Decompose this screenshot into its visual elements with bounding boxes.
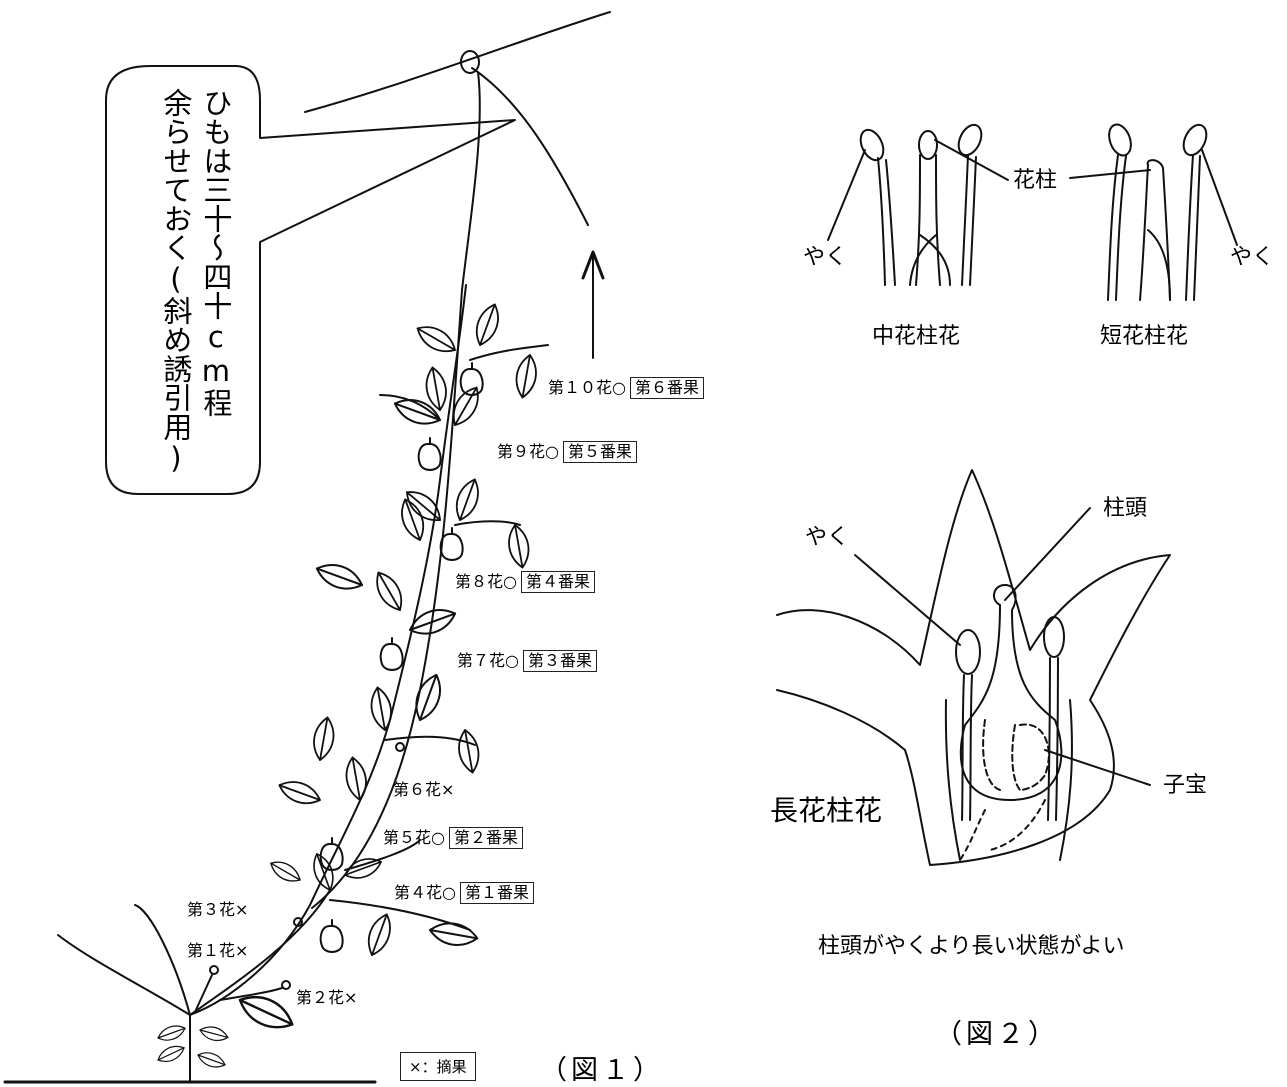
fruit-5-box: 第５番果 <box>562 441 637 463</box>
branch-mid <box>134 904 191 1016</box>
legend-removal: ×：摘果 <box>400 1052 476 1081</box>
label-flower-9: 第９花○第５番果 <box>497 441 637 463</box>
branch-flower1 <box>194 974 213 1013</box>
fruit-6-box: 第６番果 <box>629 377 704 399</box>
flower-1-text: 第１花× <box>187 941 249 960</box>
label-anther-right: やく <box>1230 245 1275 270</box>
callout-bubble <box>105 65 516 495</box>
arrow-head <box>581 250 605 280</box>
flower3-bud <box>293 917 303 927</box>
flower-10-text: 第１０花○ <box>548 378 626 397</box>
fruit-1-box: 第１番果 <box>459 882 534 904</box>
figure1-caption: （図１） <box>540 1055 664 1086</box>
branch-left <box>57 934 191 1016</box>
label-flower-4: 第４花○第１番果 <box>394 882 534 904</box>
figure1-plant <box>3 11 611 1084</box>
fruit-3-box: 第３番果 <box>522 650 597 672</box>
branch-flower2 <box>219 987 283 1001</box>
flower-8-text: 第８花○ <box>455 572 517 591</box>
label-short-style-flower: 短花柱花 <box>1100 324 1189 349</box>
fruit-4-box: 第４番果 <box>520 571 595 593</box>
label-mid-style-flower: 中花柱花 <box>872 324 961 349</box>
twine-down <box>311 289 463 909</box>
label-ovary: 子宝 <box>1163 773 1208 798</box>
label-anther-left: やく <box>803 245 848 270</box>
flower-3-text: 第３花× <box>187 900 249 919</box>
flower2-bud <box>281 980 291 990</box>
label-flower-6: 第６花× <box>393 782 454 798</box>
flower-9-text: 第９花○ <box>497 442 559 461</box>
label-long-style-flower: 長花柱花 <box>770 794 883 827</box>
label-anther-long: やく <box>805 525 850 550</box>
twine-slack <box>471 67 589 226</box>
flower1-bud <box>209 965 219 975</box>
figure2-caption: （図２） <box>935 1019 1059 1050</box>
label-style: 花柱 <box>1013 168 1058 193</box>
note-stigma-longer: 柱頭がやくより長い状態がよい <box>818 934 1125 959</box>
label-flower-3: 第３花× <box>187 902 248 918</box>
label-flower-10: 第１０花○第６番果 <box>548 377 704 399</box>
label-flower-5: 第５花○第２番果 <box>383 827 523 849</box>
callout-text-line1: ひもは三十〜四十cm程 <box>198 88 233 417</box>
branch-right <box>189 889 331 1016</box>
callout-text-line2: 余らせておく(斜め誘引用) <box>158 88 193 475</box>
flower-4-text: 第４花○ <box>394 883 456 902</box>
twine-knot <box>460 50 480 74</box>
label-flower-7: 第７花○第３番果 <box>457 650 597 672</box>
flower-6-text: 第６花× <box>393 780 455 799</box>
label-stigma: 柱頭 <box>1103 496 1148 521</box>
flower-7-text: 第７花○ <box>457 651 519 670</box>
twine-tail <box>461 71 481 291</box>
twine <box>304 11 611 113</box>
label-flower-8: 第８花○第４番果 <box>455 571 595 593</box>
label-flower-1: 第１花× <box>187 943 248 959</box>
figure2-long-flower <box>776 469 1171 866</box>
label-flower-2: 第２花× <box>296 990 357 1006</box>
flower-2-text: 第２花× <box>296 988 358 1007</box>
figure2-top-flowers <box>827 123 1238 301</box>
flower-5-text: 第５花○ <box>383 828 445 847</box>
fruit-2-box: 第２番果 <box>448 827 523 849</box>
